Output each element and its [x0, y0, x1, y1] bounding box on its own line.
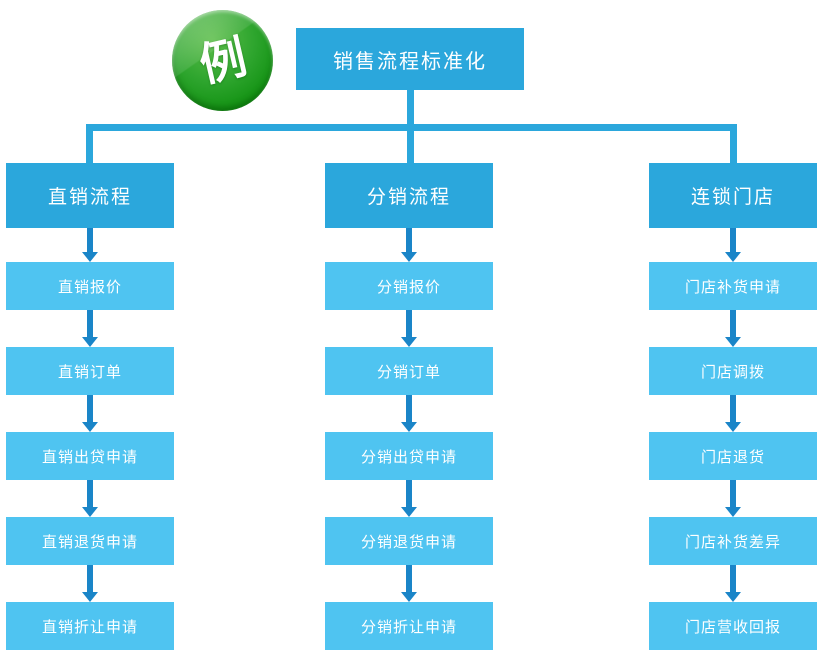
direct-sales-order-node: 直销订单 — [6, 347, 174, 395]
arrow-down-icon — [82, 395, 98, 432]
store-revenue-report-node: 门店营收回报 — [649, 602, 817, 650]
arrow-down-icon — [725, 395, 741, 432]
connector-root-stem — [407, 88, 414, 131]
distribution-shipment-request-node: 分销出贷申请 — [325, 432, 493, 480]
arrow-down-icon — [401, 565, 417, 602]
connector-drop-right — [730, 124, 737, 163]
connector-drop-left — [86, 124, 93, 163]
arrow-down-icon — [725, 565, 741, 602]
arrow-down-icon — [401, 228, 417, 262]
direct-sales-quote-node: 直销报价 — [6, 262, 174, 310]
arrow-down-icon — [725, 228, 741, 262]
arrow-down-icon — [401, 480, 417, 517]
direct-sales-discount-request-node: 直销折让申请 — [6, 602, 174, 650]
arrow-down-icon — [82, 480, 98, 517]
distribution-process-header: 分销流程 — [325, 163, 493, 228]
arrow-down-icon — [401, 395, 417, 432]
distribution-order-node: 分销订单 — [325, 347, 493, 395]
connector-drop-middle — [407, 124, 414, 163]
distribution-discount-request-node: 分销折让申请 — [325, 602, 493, 650]
arrow-down-icon — [401, 310, 417, 347]
chain-stores-header: 连锁门店 — [649, 163, 817, 228]
arrow-down-icon — [82, 228, 98, 262]
arrow-down-icon — [725, 480, 741, 517]
store-replenish-request-node: 门店补货申请 — [649, 262, 817, 310]
arrow-down-icon — [725, 310, 741, 347]
arrow-down-icon — [82, 310, 98, 347]
store-transfer-node: 门店调拨 — [649, 347, 817, 395]
direct-sales-shipment-request-node: 直销出贷申请 — [6, 432, 174, 480]
store-replenish-diff-node: 门店补货差异 — [649, 517, 817, 565]
direct-sales-process-header: 直销流程 — [6, 163, 174, 228]
distribution-return-request-node: 分销退货申请 — [325, 517, 493, 565]
example-badge-label: 例 — [194, 29, 251, 92]
root-node-sales-process: 销售流程标准化 — [296, 28, 524, 90]
arrow-down-icon — [82, 565, 98, 602]
distribution-quote-node: 分销报价 — [325, 262, 493, 310]
store-return-node: 门店退货 — [649, 432, 817, 480]
direct-sales-return-request-node: 直销退货申请 — [6, 517, 174, 565]
example-badge: 例 — [172, 10, 273, 111]
